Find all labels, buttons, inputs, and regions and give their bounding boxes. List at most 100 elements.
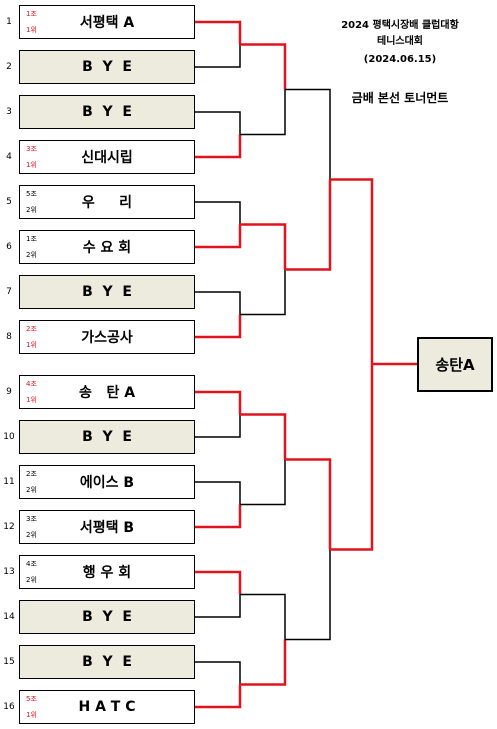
- title-line-2: 테니스대회: [377, 36, 423, 47]
- bracket-line: [195, 44, 241, 68]
- slot-number: 1: [6, 17, 12, 27]
- bracket-line: [195, 594, 241, 618]
- team-slot: 4조 2위 행 우 회: [19, 555, 195, 589]
- slot-number: 15: [3, 657, 15, 667]
- winner-line: [285, 179, 332, 271]
- team-slot: 5조 2위 우 리: [19, 185, 195, 219]
- winner-line: [195, 570, 242, 595]
- team-slot: 5조 1위 H A T C: [19, 690, 195, 724]
- team-name: B Y E: [82, 284, 132, 300]
- bracket-line: [240, 89, 286, 136]
- slot-number: 3: [6, 107, 12, 117]
- bracket-line: [285, 549, 331, 641]
- rank-tag: 2위: [26, 531, 37, 539]
- bye-slot: B Y E: [19, 600, 195, 634]
- bracket-line: [285, 88, 331, 180]
- group-tag: 5조: [26, 695, 37, 703]
- group-tag: 3조: [26, 145, 37, 153]
- slot-number: 12: [3, 522, 15, 532]
- slot-number: 7: [6, 287, 12, 297]
- rank-tag: 2위: [26, 206, 37, 214]
- bracket-line: [240, 269, 286, 316]
- rank-tag: 1위: [26, 161, 37, 169]
- bracket-line: [240, 459, 286, 506]
- rank-tag: 2위: [26, 251, 37, 259]
- team-name: 서평택 B: [79, 520, 135, 536]
- slot-number: 14: [3, 612, 15, 622]
- bye-slot: B Y E: [19, 95, 195, 129]
- bye-slot: B Y E: [19, 420, 195, 454]
- rank-tag: 1위: [26, 341, 37, 349]
- winner-line: [195, 390, 242, 415]
- bracket-line: [240, 593, 286, 640]
- slot-number: 13: [3, 567, 15, 577]
- group-tag: 5조: [26, 190, 37, 198]
- rank-tag: 2위: [26, 486, 37, 494]
- team-name: 송 탄 A: [78, 385, 136, 401]
- winner-line: [240, 223, 287, 270]
- bracket-line: [195, 201, 241, 225]
- slot-number: 11: [3, 477, 15, 487]
- team-name: B Y E: [82, 609, 132, 625]
- winner-line: [195, 684, 242, 709]
- team-name: 행 우 회: [82, 565, 132, 581]
- slot-number: 6: [6, 242, 12, 252]
- slot-number: 5: [6, 197, 12, 207]
- team-name: 서평택 A: [79, 15, 135, 31]
- group-tag: 4조: [26, 560, 37, 568]
- team-name: B Y E: [82, 429, 132, 445]
- group-tag: 1조: [26, 10, 37, 18]
- bye-slot: B Y E: [19, 645, 195, 679]
- group-tag: 2조: [26, 470, 37, 478]
- winner-line: [195, 20, 242, 45]
- winner-line: [195, 224, 242, 249]
- team-name: 에이스 B: [79, 475, 135, 491]
- slot-number: 2: [6, 62, 12, 72]
- slot-number: 10: [3, 432, 15, 442]
- rank-tag: 2위: [26, 576, 37, 584]
- winner-line: [240, 639, 287, 686]
- group-tag: 3조: [26, 515, 37, 523]
- team-slot: 2조 2위 에이스 B: [19, 465, 195, 499]
- winner-line: [195, 504, 242, 529]
- bracket-subtitle: 금배 본선 토너먼트: [351, 91, 449, 105]
- winner-line: [330, 178, 374, 364]
- winner-line: [240, 413, 287, 460]
- team-name: H A T C: [78, 699, 136, 715]
- winner-line: [330, 364, 374, 551]
- bracket-line: [195, 291, 241, 315]
- group-tag: 1조: [26, 235, 37, 243]
- team-name: 신대시립: [81, 150, 133, 166]
- winner-line: [195, 314, 242, 339]
- team-name: B Y E: [82, 654, 132, 670]
- group-tag: 2조: [26, 325, 37, 333]
- rank-tag: 1위: [26, 711, 37, 719]
- winner-line: [285, 458, 332, 550]
- team-name: B Y E: [82, 104, 132, 120]
- team-slot: 2조 1위 가스공사: [19, 320, 195, 354]
- title-line-1: 2024 평택시장배 클럽대항: [341, 20, 459, 31]
- team-name: 우 리: [81, 195, 133, 211]
- team-name: B Y E: [82, 59, 132, 75]
- bye-slot: B Y E: [19, 275, 195, 309]
- champion-box: 송탄A: [417, 337, 493, 392]
- bye-slot: B Y E: [19, 50, 195, 84]
- rank-tag: 1위: [26, 396, 37, 404]
- bracket-line: [195, 661, 241, 685]
- bracket-line: [195, 414, 241, 438]
- winner-line: [240, 43, 287, 90]
- team-slot: 1조 1위 서평택 A: [19, 5, 195, 39]
- slot-number: 9: [6, 387, 12, 397]
- rank-tag: 1위: [26, 26, 37, 34]
- winner-line: [195, 134, 242, 159]
- team-name: 가스공사: [81, 330, 133, 346]
- title-line-3: (2024.06.15): [363, 54, 437, 65]
- team-slot: 3조 2위 서평택 B: [19, 510, 195, 544]
- slot-number: 16: [3, 702, 15, 712]
- slot-number: 4: [6, 152, 12, 162]
- bracket-line: [195, 481, 241, 505]
- bracket-line: [195, 111, 241, 135]
